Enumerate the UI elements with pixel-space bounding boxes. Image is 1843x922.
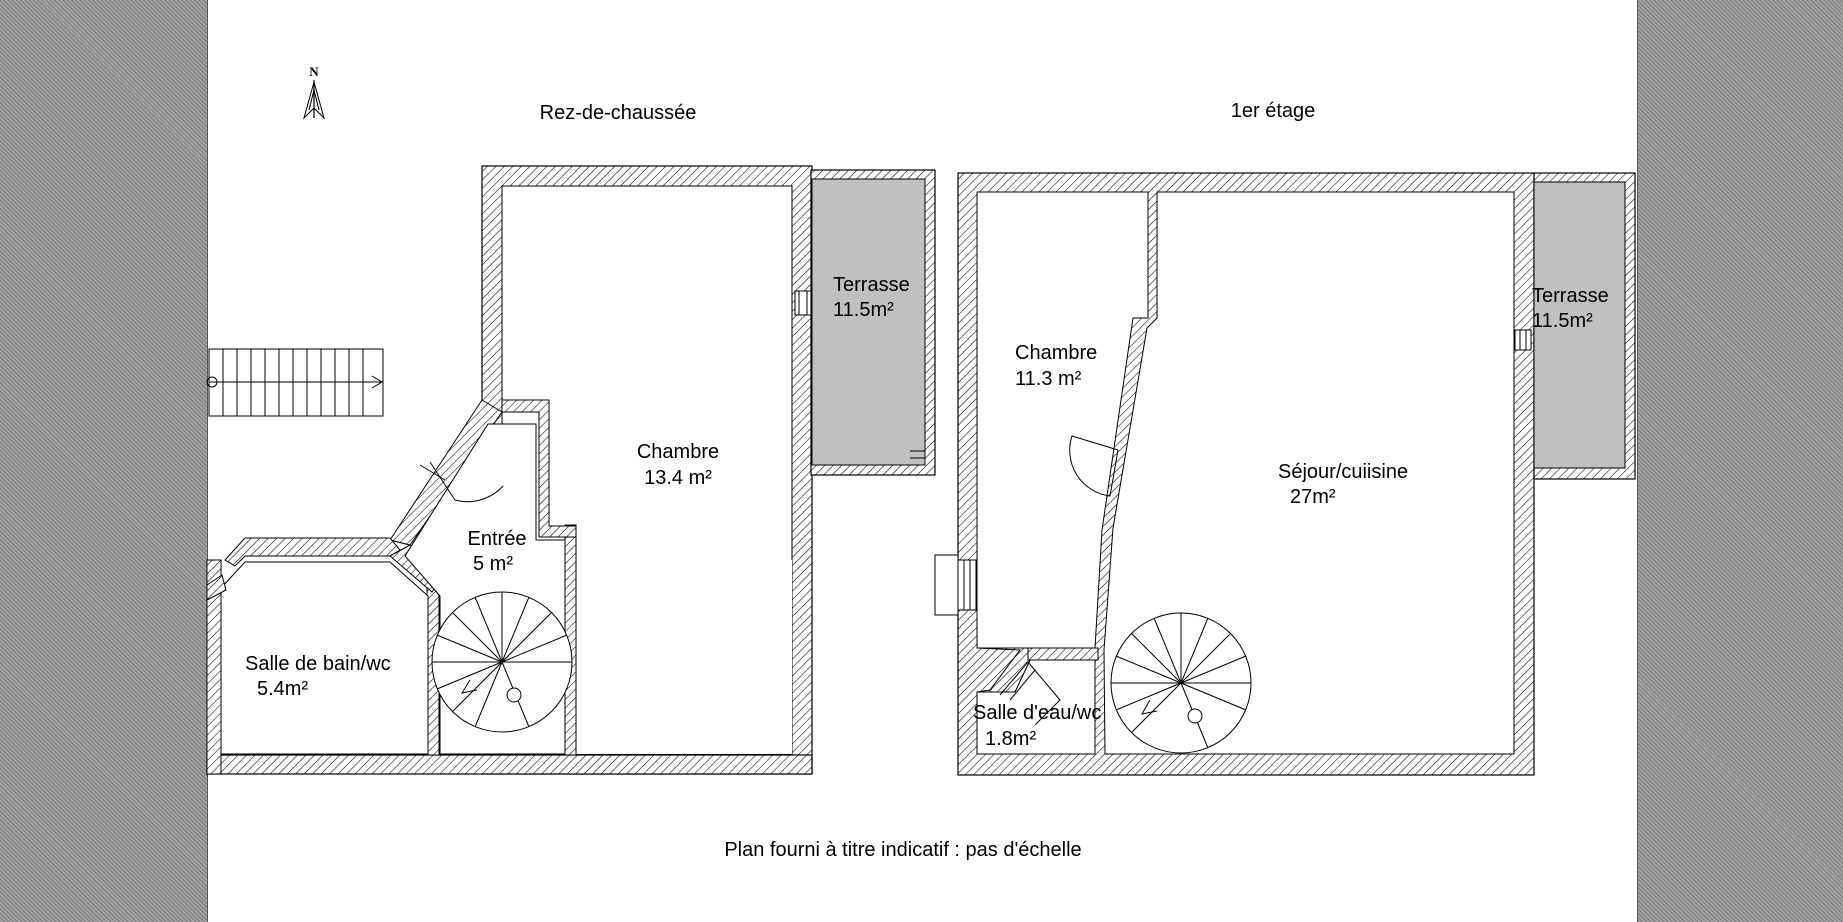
chambre-ground-area: 13.4 m²: [644, 467, 712, 489]
north-arrow-icon: N: [303, 64, 325, 120]
salle-bain-name: Salle de bain/wc: [245, 653, 391, 675]
terrace-ground-area: 11.5m²: [833, 299, 894, 321]
salle-bain-area: 5.4m²: [257, 678, 308, 700]
terrace-ground-name: Terrasse: [833, 274, 910, 296]
terrace-ground: [811, 178, 926, 466]
terrace-first: [1533, 181, 1626, 469]
terrace-first-name: Terrasse: [1532, 285, 1609, 307]
entree-area: 5 m²: [473, 553, 513, 575]
salle-eau-name: Salle d'eau/wc: [973, 702, 1101, 724]
ground-floor-plan: [206, 165, 936, 775]
chambre-ground-name: Chambre: [637, 441, 719, 463]
spiral-staircase-ground-icon: [431, 591, 573, 733]
sejour-area: 27m²: [1290, 486, 1336, 508]
plan-disclaimer: Plan fourni à titre indicatif : pas d'éc…: [724, 839, 1081, 861]
salle-eau-area: 1.8m²: [985, 728, 1036, 750]
entree-name: Entrée: [468, 528, 527, 550]
terrace-first-area: 11.5m²: [1532, 310, 1593, 332]
ground-floor-title: Rez-de-chaussée: [540, 102, 697, 124]
first-floor-title: 1er étage: [1231, 100, 1316, 122]
first-floor-plan: [934, 172, 1636, 776]
chambre-first-name: Chambre: [1015, 342, 1097, 364]
exterior-stairs-icon: [206, 348, 384, 417]
spiral-staircase-first-icon: [1110, 612, 1252, 754]
north-label: N: [309, 64, 319, 79]
chambre-first-area: 11.3 m²: [1015, 368, 1082, 390]
sejour-name: Séjour/cuiisine: [1278, 461, 1408, 483]
